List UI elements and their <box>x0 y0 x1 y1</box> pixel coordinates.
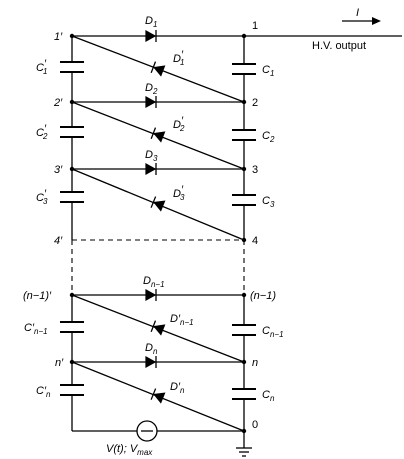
node-label-n: n <box>252 357 258 369</box>
capacitor-c1p-icon <box>60 61 84 73</box>
diode-d3p-icon <box>150 196 166 212</box>
node-label-2p: 2′ <box>53 97 63 109</box>
capacitor-label-cn1: Cn−1 <box>262 325 284 339</box>
capacitor-c3p-icon <box>60 191 84 203</box>
diode-label-dn: Dn <box>145 342 158 356</box>
diode-dn1p-icon <box>150 320 166 336</box>
node-label-0: 0 <box>252 419 258 431</box>
hv-output-label: H.V. output <box>312 40 366 52</box>
diode-d2-icon <box>145 95 157 109</box>
series-diodes <box>145 29 157 369</box>
capacitor-label-cnp: C′n <box>36 385 51 399</box>
diode-label-d2p: D′2 <box>173 115 185 133</box>
capacitor-c2p-icon <box>60 126 84 138</box>
diode-label-dn1p: D′n−1 <box>170 313 194 327</box>
capacitor-cn-icon <box>232 388 256 400</box>
diagonal-wires <box>71 35 245 432</box>
diagonal-diodes <box>150 61 166 404</box>
current-arrow-icon <box>372 17 381 25</box>
capacitor-label-cn1p: C′n−1 <box>24 322 48 336</box>
node-label-1p: 1′ <box>54 31 63 43</box>
diode-label-d2: D2 <box>145 82 158 96</box>
capacitor-cn1p-icon <box>60 321 84 333</box>
capacitor-label-c2: C2 <box>262 130 275 144</box>
diode-label-d1: D1 <box>145 15 157 29</box>
capacitor-cnp-icon <box>60 384 84 396</box>
capacitor-label-cn: Cn <box>262 389 275 403</box>
node-label-4p: 4′ <box>54 235 63 247</box>
node-label-1: 1 <box>252 20 258 32</box>
diode-label-d3p: D′3 <box>173 184 185 202</box>
node-label-2: 2 <box>252 97 258 109</box>
node-label-3: 3 <box>252 164 258 176</box>
node-label-n1: (n−1) <box>250 290 276 302</box>
left-capacitors <box>60 61 84 396</box>
ground-icon <box>236 447 252 457</box>
diode-dnp-icon <box>150 388 166 404</box>
diode-d1-icon <box>145 29 157 43</box>
diode-dn1-icon <box>145 288 157 302</box>
capacitor-c3-icon <box>232 194 256 206</box>
node-labels: 1′ 1 2′ 2 3′ 3 4′ 4 (n−1)′ (n−1) n′ n 0 <box>23 20 276 431</box>
diode-d2p-icon <box>150 127 166 143</box>
node-label-4: 4 <box>252 235 258 247</box>
node-label-n1p: (n−1)′ <box>23 290 52 302</box>
diode-label-d3: D3 <box>145 149 158 163</box>
capacitor-labels: C′1 C1 C′2 C2 C′3 C3 C′n−1 Cn−1 C′n Cn <box>24 58 284 403</box>
node-label-3p: 3′ <box>54 164 63 176</box>
diode-d3-icon <box>145 162 157 176</box>
capacitor-label-c3: C3 <box>262 195 275 209</box>
diode-label-dnp: D′n <box>170 381 185 395</box>
diode-d1p-icon <box>150 61 166 77</box>
capacitor-label-c3p: C′3 <box>36 188 48 206</box>
diode-label-dn1: Dn−1 <box>143 275 165 289</box>
capacitor-label-c1: C1 <box>262 64 274 78</box>
horizontal-wires <box>72 35 244 432</box>
junction-dots <box>69 33 247 434</box>
capacitor-cn1-icon <box>232 324 256 336</box>
capacitor-c2-icon <box>232 129 256 141</box>
source-label: V(t); Vmax <box>106 443 153 457</box>
ac-source-icon <box>136 420 158 442</box>
right-capacitors <box>232 63 256 400</box>
diode-labels: D1 D′1 D2 D′2 D3 D′3 Dn−1 D′n−1 Dn D′n <box>143 15 194 395</box>
capacitor-label-c1p: C′1 <box>36 58 47 76</box>
node-label-np: n′ <box>55 357 64 369</box>
diode-label-d1p: D′1 <box>173 49 184 67</box>
capacitor-c1-icon <box>232 63 256 75</box>
output-line <box>244 17 402 37</box>
capacitor-label-c2p: C′2 <box>36 123 48 141</box>
current-label: I <box>356 7 359 19</box>
diode-dn-icon <box>145 355 157 369</box>
dashed-continuation <box>71 239 245 295</box>
